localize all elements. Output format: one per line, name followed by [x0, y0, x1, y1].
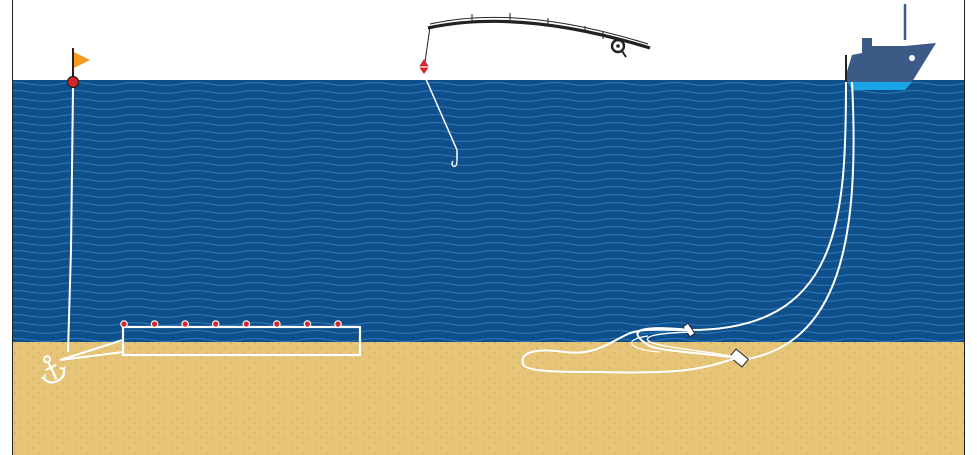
rod-and-line	[419, 13, 651, 168]
boat-waterline	[848, 82, 912, 90]
buoy-line	[67, 87, 74, 353]
hook-icon	[451, 159, 458, 168]
rod-guide-line	[429, 16, 649, 45]
fishing-line-upper	[424, 26, 431, 63]
trawl-door-lower	[728, 348, 750, 368]
sea-water	[12, 80, 965, 342]
net-float	[273, 320, 281, 328]
net-float	[211, 320, 220, 328]
reel-icon	[610, 38, 627, 58]
net-float	[303, 320, 312, 328]
gillnet-panel	[121, 325, 362, 357]
net-float	[242, 320, 251, 328]
anchor-icon	[40, 355, 66, 384]
porthole	[909, 55, 915, 61]
buoy-icon	[66, 75, 80, 89]
flag-icon	[74, 52, 90, 68]
trawler	[521, 4, 936, 374]
trawl-net-fold	[631, 335, 661, 353]
trawl-net-inner	[646, 331, 737, 358]
gillnet-floats	[120, 320, 342, 328]
gillnet-setup	[40, 48, 362, 384]
trawl-warp-upper	[689, 81, 847, 331]
net-float	[150, 320, 159, 328]
boat-icon	[845, 38, 936, 90]
anchor-line	[59, 339, 124, 361]
net-float	[120, 320, 128, 328]
float-icon	[419, 59, 429, 74]
net-float	[334, 320, 342, 328]
fishing-line-lower	[424, 76, 458, 160]
trawl-warp-lower	[741, 81, 855, 361]
net-float	[181, 320, 189, 328]
trawl-net	[521, 327, 737, 374]
rod-guides	[471, 13, 604, 39]
seabed	[12, 342, 965, 455]
